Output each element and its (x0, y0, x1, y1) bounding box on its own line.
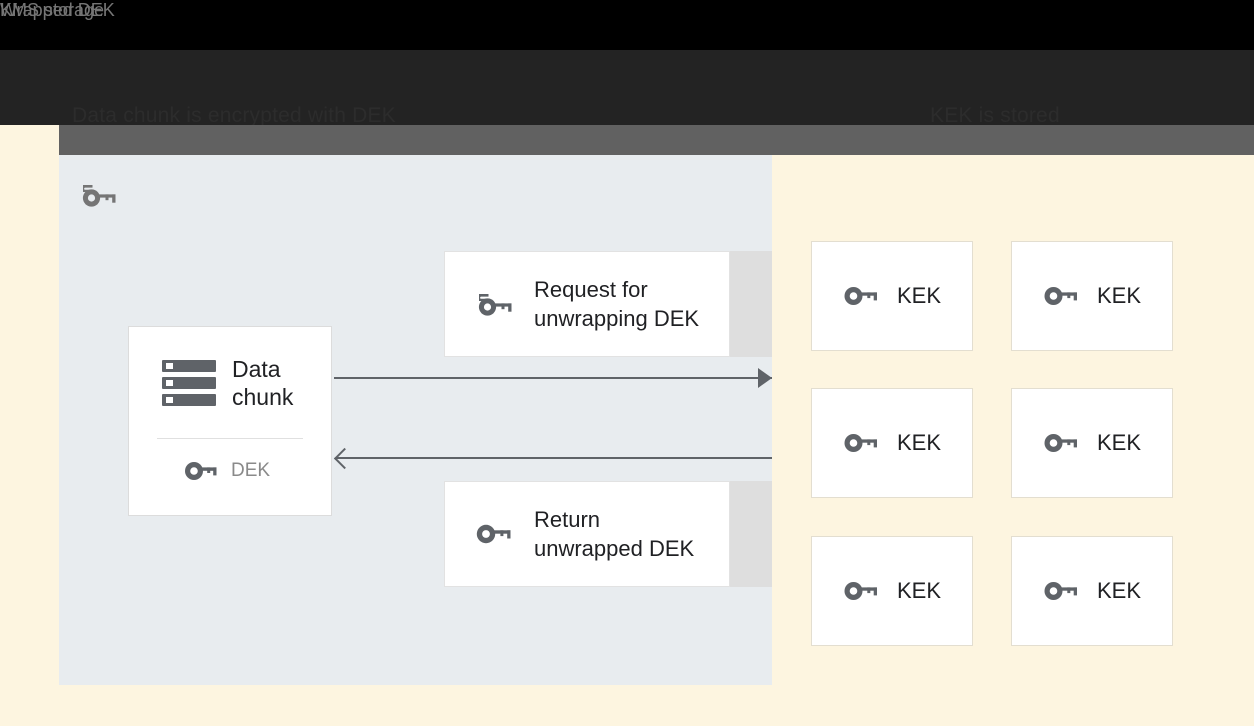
key-icon (475, 522, 515, 546)
data-chunk-row: Data chunk (162, 355, 293, 411)
message-card-return[interactable]: Return unwrapped DEK (444, 481, 730, 587)
key-icon (1043, 431, 1081, 455)
wrapped-key-icon (79, 181, 119, 209)
arrow-line (334, 377, 772, 379)
kek-box[interactable]: KEK (811, 536, 973, 646)
kms-panel-label: KMS storage (0, 0, 105, 20)
kek-label: KEK (896, 283, 942, 308)
key-icon (1043, 284, 1081, 308)
arrow-line (336, 457, 772, 459)
kek-label: KEK (1096, 430, 1142, 455)
kek-box[interactable]: KEK (811, 388, 973, 498)
arrow-head-right-icon (758, 368, 772, 388)
data-chunk-label: Data chunk (232, 356, 294, 410)
key-icon (843, 579, 881, 603)
kek-inner: KEK (812, 242, 972, 350)
arrow-request-right (334, 368, 772, 388)
data-chunk-card[interactable]: Data chunk DEK (128, 326, 332, 516)
caption-left: Data chunk is encrypted with DEK and is … (72, 104, 396, 125)
kek-box[interactable]: KEK (811, 241, 973, 351)
key-icon (185, 460, 217, 482)
kek-box[interactable]: KEK (1011, 241, 1173, 351)
top-gray-band (59, 125, 1254, 155)
card-divider (157, 438, 303, 439)
kek-label: KEK (896, 430, 942, 455)
key-icon (1043, 579, 1081, 603)
kek-label: KEK (896, 578, 942, 603)
top-black-band (0, 0, 1254, 50)
data-panel-label: Wrapped DEK (0, 0, 115, 20)
message-label-return: Return unwrapped DEK (534, 507, 695, 561)
message-card-inner: Return unwrapped DEK (475, 505, 694, 563)
kek-inner: KEK (1012, 242, 1172, 350)
kek-label: KEK (1096, 578, 1142, 603)
top-dark-band: Data chunk is encrypted with DEK and is … (0, 50, 1254, 125)
kek-box[interactable]: KEK (1011, 388, 1173, 498)
kek-label: KEK (1096, 283, 1142, 308)
kek-inner: KEK (1012, 389, 1172, 497)
arrow-return-left (333, 447, 772, 470)
kek-inner: KEK (812, 537, 972, 645)
top-band-left-gap (0, 125, 59, 155)
kek-inner: KEK (812, 389, 972, 497)
arrow-head-left-icon (333, 447, 356, 470)
wrapped-key-icon (475, 290, 515, 318)
message-card-request[interactable]: Request for unwrapping DEK (444, 251, 730, 357)
caption-right: KEK is stored in a separate service (930, 104, 1060, 125)
message-card-inner: Request for unwrapping DEK (475, 275, 699, 333)
message-label-request: Request for unwrapping DEK (534, 277, 700, 331)
data-chunk-dek-row: DEK (185, 460, 270, 482)
kek-inner: KEK (1012, 537, 1172, 645)
key-icon (843, 431, 881, 455)
kek-box[interactable]: KEK (1011, 536, 1173, 646)
key-icon (843, 284, 881, 308)
data-chunk-dek-label: DEK (231, 460, 271, 481)
storage-chunk-icon (162, 359, 216, 407)
